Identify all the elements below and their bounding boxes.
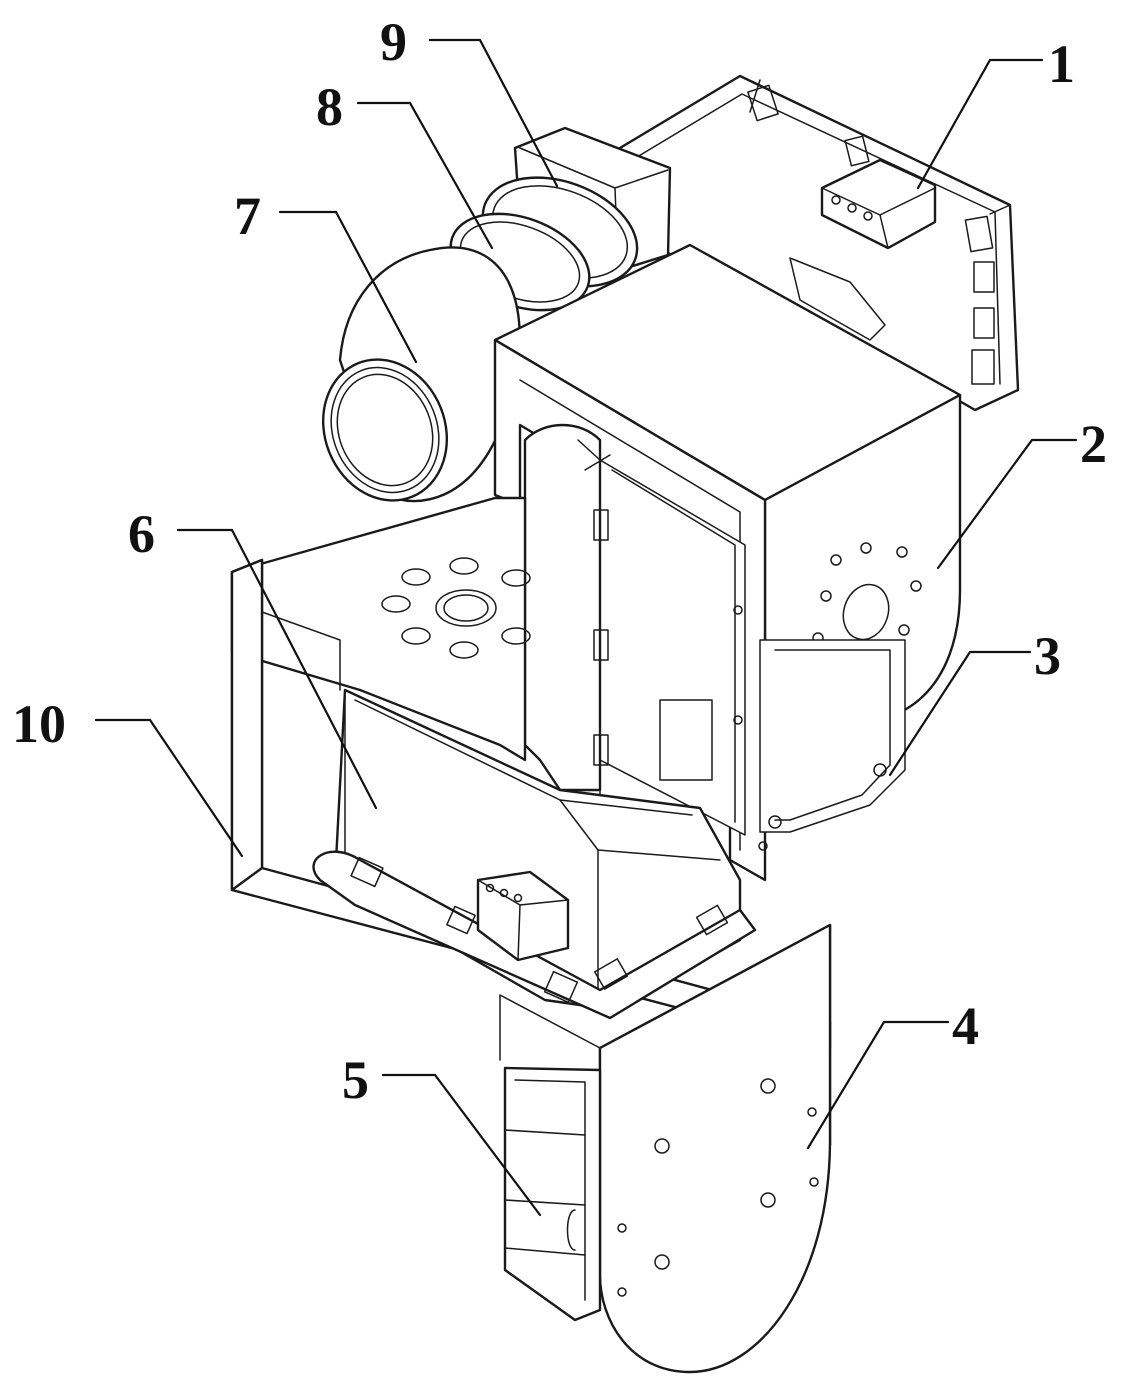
lower-rotating-servo: [505, 1068, 600, 1320]
callout-5: 5: [342, 1050, 369, 1110]
leader-10: [96, 720, 242, 856]
spherical-hub: [302, 247, 519, 519]
callout-7: 7: [234, 186, 261, 246]
callout-1: 1: [1048, 34, 1075, 94]
callout-10: 10: [12, 694, 66, 754]
callout-6: 6: [128, 504, 155, 564]
callout-4: 4: [952, 996, 979, 1056]
bracket-side-column: [525, 425, 610, 800]
callout-9: 9: [380, 12, 407, 72]
callout-8: 8: [316, 77, 343, 137]
callout-3: 3: [1034, 626, 1061, 686]
callout-2: 2: [1080, 414, 1107, 474]
